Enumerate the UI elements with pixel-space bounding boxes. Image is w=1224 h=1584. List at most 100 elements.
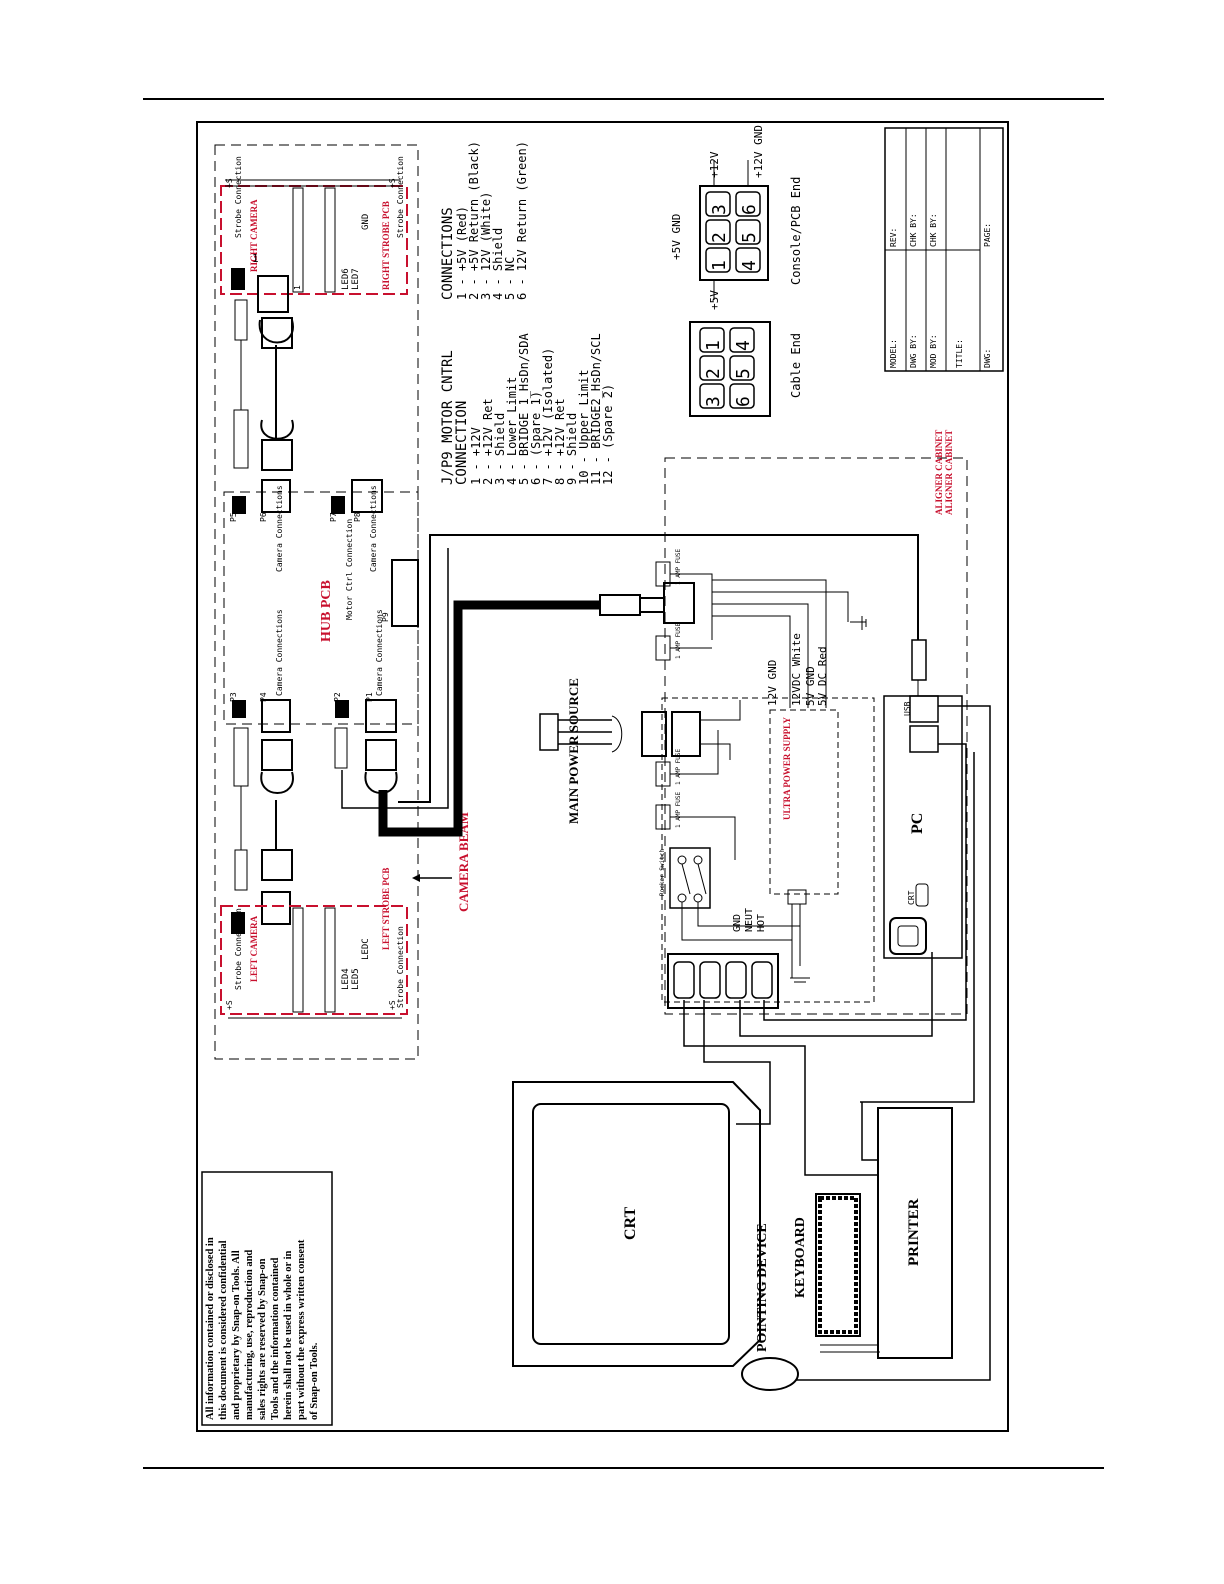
right-strobe-connection-label: Strobe Connection <box>234 156 243 238</box>
right-led-rows-3: GND <box>361 214 371 230</box>
plus5v-gnd-label: +5V GND <box>670 214 683 260</box>
note-line-9: of Snap-on Tools. <box>309 1342 320 1420</box>
note-line-6: Tools and the information contained <box>270 1257 281 1420</box>
title-modby-label: MOD BY: <box>929 334 938 368</box>
psu-input-hot: HOT <box>756 914 767 932</box>
right-cable-assembly <box>233 299 294 471</box>
motor-ctrl-item-9: 9 - Shield <box>565 413 579 485</box>
crt-label: CRT <box>622 1206 639 1240</box>
right-pin-one: 1 <box>252 252 259 265</box>
console-pin-3: 3 <box>709 204 730 215</box>
crt-monitor: CRT <box>512 1081 761 1367</box>
usb-label: USB <box>903 701 912 716</box>
motor-ctrl-item-6: 6 - (Spare 1) <box>529 391 543 485</box>
title-page-label: PAGE: <box>983 223 992 247</box>
connections-title: CONNECTIONS <box>440 207 456 300</box>
right-camera-block: RIGHT CAMERA RIGHT STROBE PCB Strobe Con… <box>220 156 408 313</box>
motor-ctrl-item-4: 4 - Lower Limit <box>505 377 519 485</box>
cable-pin-2: 2 <box>703 368 724 379</box>
rocker-switch: Rocker Switch <box>659 847 800 941</box>
main-power-plug: MAIN POWER SOURCE <box>539 678 741 824</box>
beam-usb-cable <box>341 548 449 809</box>
note-line-7: herein shall not be used in whole or in <box>283 1250 294 1420</box>
left-camera-block: LEFT CAMERA LEFT STROBE PCB Strobe Conne… <box>220 868 408 1019</box>
motor-ctrl-item-7: 7 - +12V (Isolated) <box>541 348 555 485</box>
motor-ctrl-connection-label: Motor Ctrl Connection <box>345 519 354 620</box>
motor-ctrl-item-10: 10 - Upper Limit <box>577 369 591 485</box>
left-camera-plug <box>231 912 245 934</box>
external-cabling <box>683 705 991 1381</box>
plus12v-gnd-label: +12V GND <box>752 125 765 178</box>
ups-label: ULTRA POWER SUPPLY <box>782 717 792 820</box>
psu-input-neut: NEUT <box>744 908 755 932</box>
motor-ctrl-item-3: 3 - Shield <box>493 413 507 485</box>
aligner-cabinet-enclosure <box>664 457 968 1015</box>
left-led-rows-2: LED5 <box>351 968 361 990</box>
printer-label: PRINTER <box>906 1198 922 1266</box>
cable-pin-3: 3 <box>703 396 724 407</box>
camera-connections-label-3: Camera Connections <box>275 609 284 696</box>
port-p3: P3 <box>229 692 238 702</box>
hub-pcb-label: HUB PCB <box>319 580 334 642</box>
port-p6: P6 <box>259 512 268 522</box>
note-line-5: sales rights are reserved by Snap-on <box>257 1258 268 1420</box>
left-led-rows-3: LEDC <box>361 938 371 960</box>
motor-ctrl-item-5: 5 - BRIDGE 1_HsDn/SDA <box>517 333 531 485</box>
motor-ctrl-subtitle: CONNECTION <box>454 401 470 485</box>
cable-pin-6: 6 <box>733 396 754 407</box>
right-strobe-label: RIGHT STROBE PCB <box>381 201 391 290</box>
left-strobe-connection-label-2: Strobe Connection <box>396 926 405 1008</box>
connections-item-6: 6 - 12V Return (Green) <box>515 141 529 300</box>
console-pin-6: 6 <box>739 204 760 215</box>
confidentiality-note: All information contained or disclosed i… <box>201 1171 333 1426</box>
connections-item-1: 1 - +5V (Red) <box>455 206 469 300</box>
beam-power-cable <box>378 600 600 837</box>
camera-beam-arrowhead <box>412 874 420 882</box>
camera-connections-label-1: Camera Connections <box>275 485 284 572</box>
console-pin-4: 4 <box>739 260 760 271</box>
pointing-device-label: POINTING DEVICE <box>755 1223 770 1352</box>
connections-list: CONNECTIONS 1 - +5V (Red) 2 - +5V Return… <box>440 141 529 300</box>
cable-end-connector: 1 2 3 4 5 6 Cable End <box>689 321 803 417</box>
title-title-label: TITLE: <box>955 339 964 368</box>
console-pin-2: 2 <box>709 232 730 243</box>
camera-connections-label-2: Camera Connections <box>369 485 378 572</box>
camera-connections-label-4: Camera Connections <box>375 609 384 696</box>
main-power-source-label: MAIN POWER SOURCE <box>566 678 581 824</box>
psu-input-gnd: GND <box>732 914 743 932</box>
connections-item-4: 4 - Shield <box>491 228 505 300</box>
camera-beam-label: CAMERA BEAM <box>456 812 471 912</box>
psu-output-3: 12VDC White <box>790 633 803 706</box>
right-camera-plug <box>231 268 245 290</box>
left-strobe-connection-label: Strobe Connection <box>234 908 243 990</box>
port-p9: P9 <box>381 612 390 622</box>
left-cable-assembly <box>233 727 398 925</box>
note-line-8: part without the express written consent <box>296 1239 307 1420</box>
port-p5: P5 <box>229 512 238 522</box>
pc-unit: PC USB CRT <box>883 639 963 959</box>
title-dwg-label: DWG: <box>983 349 992 368</box>
right-plus-s: +S <box>225 178 234 188</box>
right-camera-connector <box>257 275 289 313</box>
connections-item-2: 2 - +5V Return (Black) <box>467 141 481 300</box>
psu-output-2: 5V GND <box>804 666 817 706</box>
note-line-1: All information contained or disclosed i… <box>205 1237 216 1420</box>
pointing-device: POINTING DEVICE <box>741 1223 799 1391</box>
keyboard: KEYBOARD <box>793 1193 861 1337</box>
pc-label: PC <box>909 813 926 834</box>
hub-pcb: HUB PCB P5 P6 P7 P8 P3 P4 P2 P1 P9 Camer… <box>223 479 419 733</box>
fuse-label-2: 1 AMP FUSE <box>675 622 682 659</box>
console-pcb-connector: 3 2 1 6 5 4 Console/PCB End +12V +12V GN… <box>670 125 803 310</box>
port-p4: P4 <box>259 692 268 702</box>
cable-end-label: Cable End <box>789 333 803 398</box>
motor-ctrl-list: J/P9 MOTOR CNTRL CONNECTION 1 - +12V 2 -… <box>440 333 615 485</box>
cable-pin-5: 5 <box>733 368 754 379</box>
console-pcb-label: Console/PCB End <box>789 177 803 285</box>
right-strobe-connection-label-2: Strobe Connection <box>396 156 405 238</box>
title-block: MODEL: DWG BY: MOD BY: TITLE: DWG: REV: … <box>884 127 1004 372</box>
left-plus-s-2: +S <box>388 1000 397 1010</box>
motor-ctrl-item-12: 12 - (Spare 2) <box>601 384 615 485</box>
title-model-label: MODEL: <box>889 339 898 368</box>
aligner-cabinet-label-2: ALIGNER CABINET <box>944 430 954 515</box>
right-camera-label: RIGHT CAMERA <box>249 199 259 272</box>
